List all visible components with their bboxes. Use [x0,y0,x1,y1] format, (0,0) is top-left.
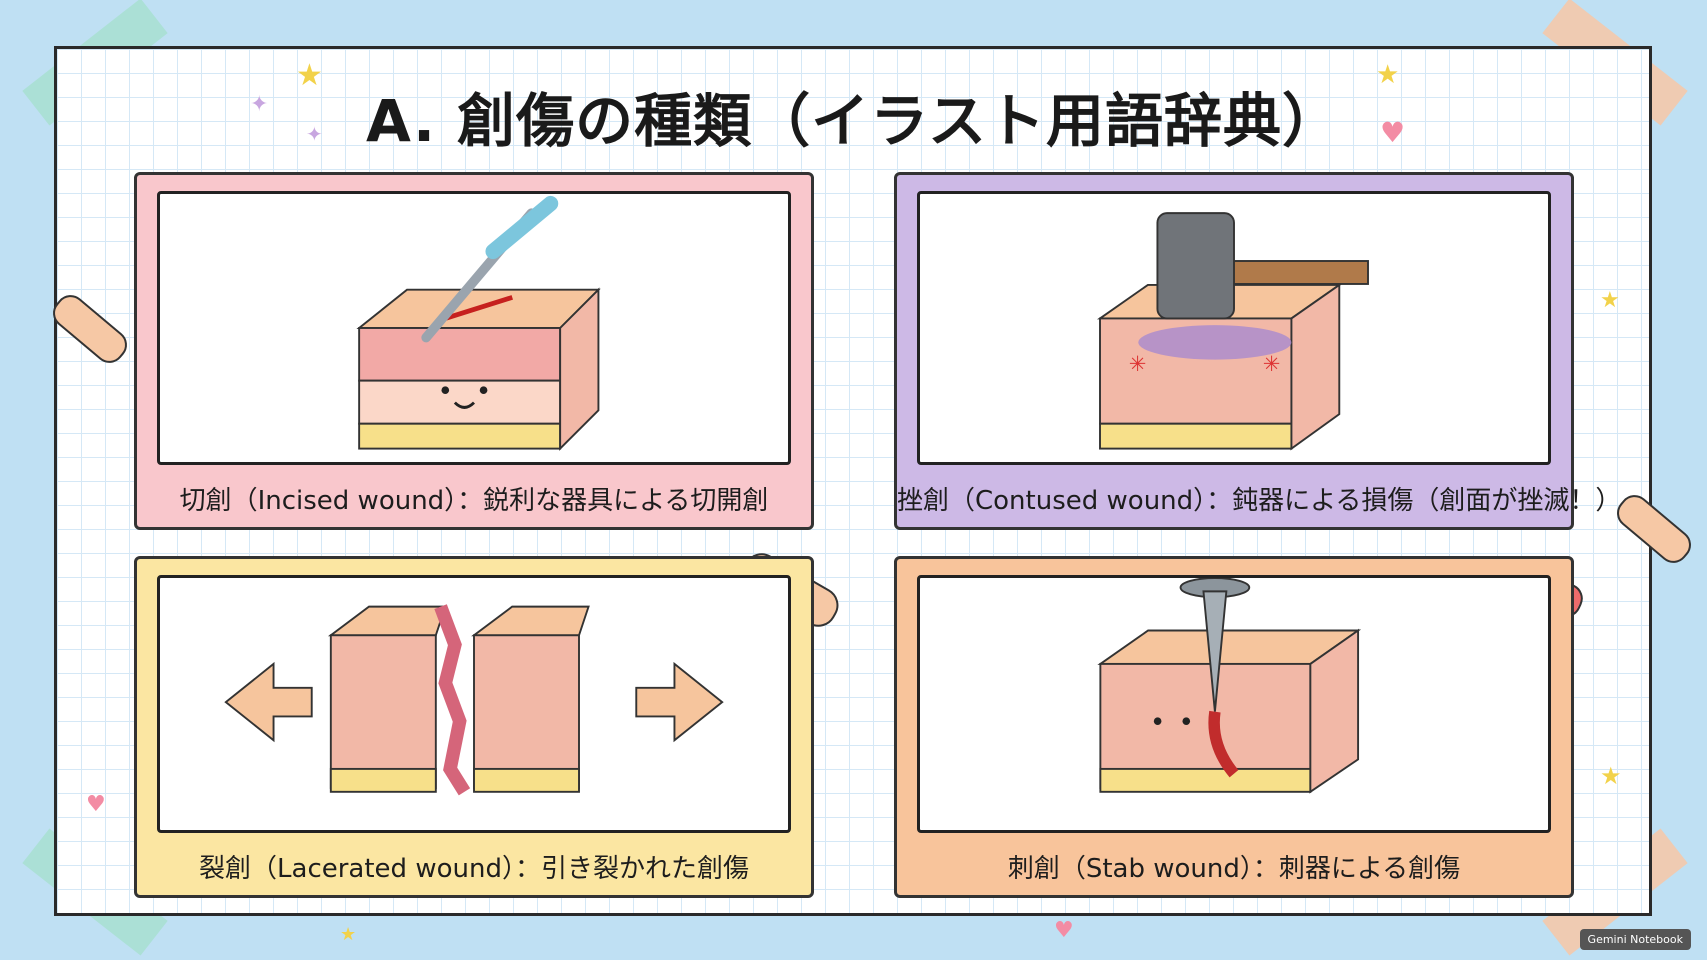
heart-icon: ♥ [86,792,106,817]
incised-illustration [157,191,791,465]
contused-illustration: ✳ ✳ [917,191,1551,465]
card-lacerated-wound: 裂創（Lacerated wound）：引き裂かれた創傷 [134,556,814,898]
incised-wound-svg [356,195,601,451]
card-stab-wound: 刺創（Stab wound）：刺器による創傷 [894,556,1574,898]
star-icon: ★ [1376,60,1400,90]
heart-icon: ♥ [1380,116,1406,149]
stab-wound-svg [1097,578,1362,794]
lacerated-caption: 裂創（Lacerated wound）：引き裂かれた創傷 [199,854,749,884]
svg-text:✳: ✳ [1129,351,1147,376]
stab-caption: 刺創（Stab wound）：刺器による創傷 [1007,854,1461,884]
star-icon: ★ [296,58,323,93]
lacerated-wound-svg [224,604,724,796]
incised-caption: 切創（Incised wound）：鋭利な器具による切開創 [179,486,769,516]
star-icon: ✦ [306,122,323,146]
star-icon: ★ [1600,762,1622,790]
svg-text:✳: ✳ [1263,351,1281,376]
stab-illustration [917,575,1551,833]
lacerated-illustration [157,575,791,833]
gemini-notebook-badge: Gemini Notebook [1579,929,1691,950]
page-title: A. 創傷の種類（イラスト用語辞典） [365,87,1342,155]
heart-icon: ♥ [1054,918,1074,943]
card-incised-wound: 切創（Incised wound）：鋭利な器具による切開創 [134,172,814,530]
star-icon: ★ [1600,288,1620,313]
card-contused-wound: ✳ ✳ 挫創（Contused wound）：鈍器による損傷（創面が挫滅！） [894,172,1622,530]
contused-wound-svg: ✳ ✳ [1096,212,1369,451]
contused-caption: 挫創（Contused wound）：鈍器による損傷（創面が挫滅！） [897,486,1622,516]
star-icon: ★ [340,924,357,945]
star-icon: ✦ [250,92,269,117]
